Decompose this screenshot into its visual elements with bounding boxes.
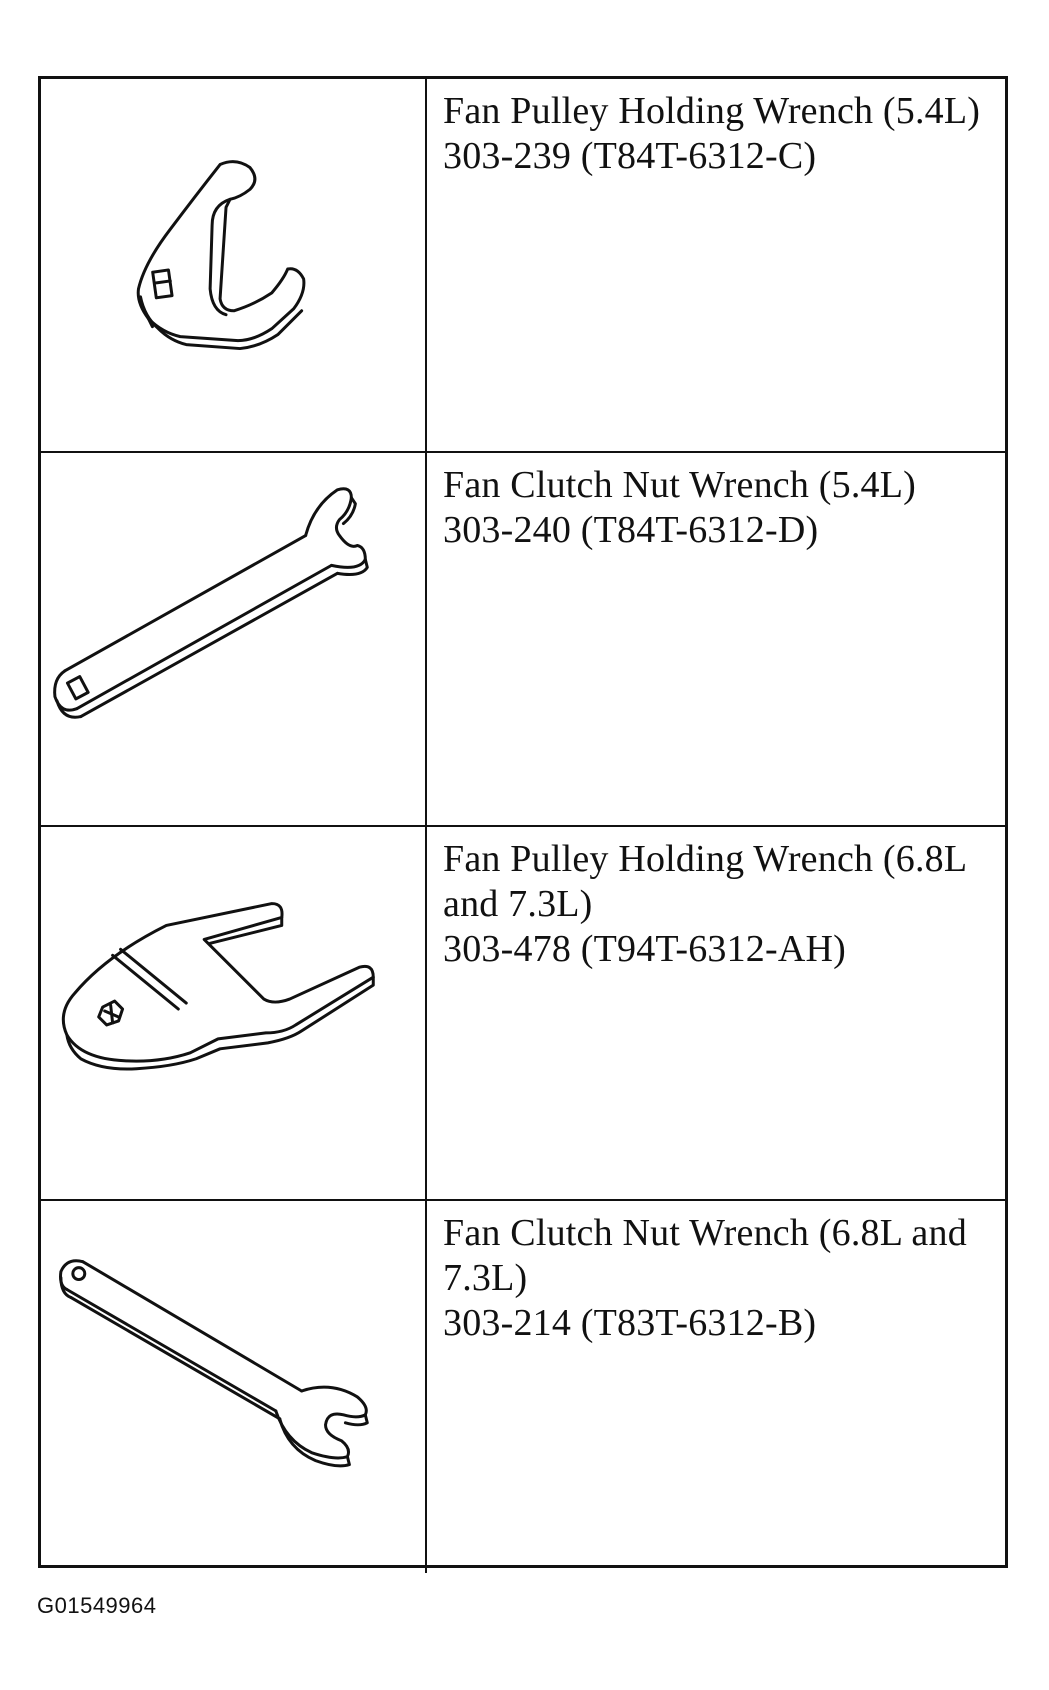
special-tools-table: Fan Pulley Holding Wrench (5.4L) 303-239…	[38, 76, 1008, 1573]
tool-description-cell: Fan Clutch Nut Wrench (5.4L) 303-240 (T8…	[427, 453, 1005, 827]
fan-pulley-holding-wrench-5-4l-icon	[136, 160, 306, 351]
tool-description-cell: Fan Clutch Nut Wrench (6.8L and 7.3L) 30…	[427, 1201, 1005, 1573]
tool-name: Fan Clutch Nut Wrench (5.4L)	[443, 464, 916, 506]
tool-illustration-cell	[41, 79, 427, 453]
fan-clutch-nut-wrench-6-8l-icon	[59, 1259, 369, 1468]
tool-illustration-cell	[41, 453, 427, 827]
tool-number: 303-478 (T94T-6312-AH)	[443, 928, 846, 970]
tool-number: 303-240 (T84T-6312-D)	[443, 509, 819, 551]
tool-number: 303-214 (T83T-6312-B)	[443, 1302, 817, 1344]
fan-pulley-holding-wrench-6-8l-icon	[61, 902, 375, 1071]
tool-illustration-cell	[41, 1201, 427, 1573]
tool-description-cell: Fan Pulley Holding Wrench (5.4L) 303-239…	[427, 79, 1005, 453]
tool-name: Fan Pulley Holding Wrench (5.4L)	[443, 90, 981, 132]
tool-name: Fan Pulley Holding Wrench (6.8L and 7.3L…	[443, 838, 966, 925]
tool-name: Fan Clutch Nut Wrench (6.8L and 7.3L)	[443, 1212, 967, 1299]
tool-number: 303-239 (T84T-6312-C)	[443, 135, 817, 177]
fan-clutch-nut-wrench-5-4l-icon	[53, 487, 369, 719]
tool-description-cell: Fan Pulley Holding Wrench (6.8L and 7.3L…	[427, 827, 1005, 1201]
tool-illustration-cell	[41, 827, 427, 1201]
figure-id: G01549964	[37, 1593, 157, 1618]
